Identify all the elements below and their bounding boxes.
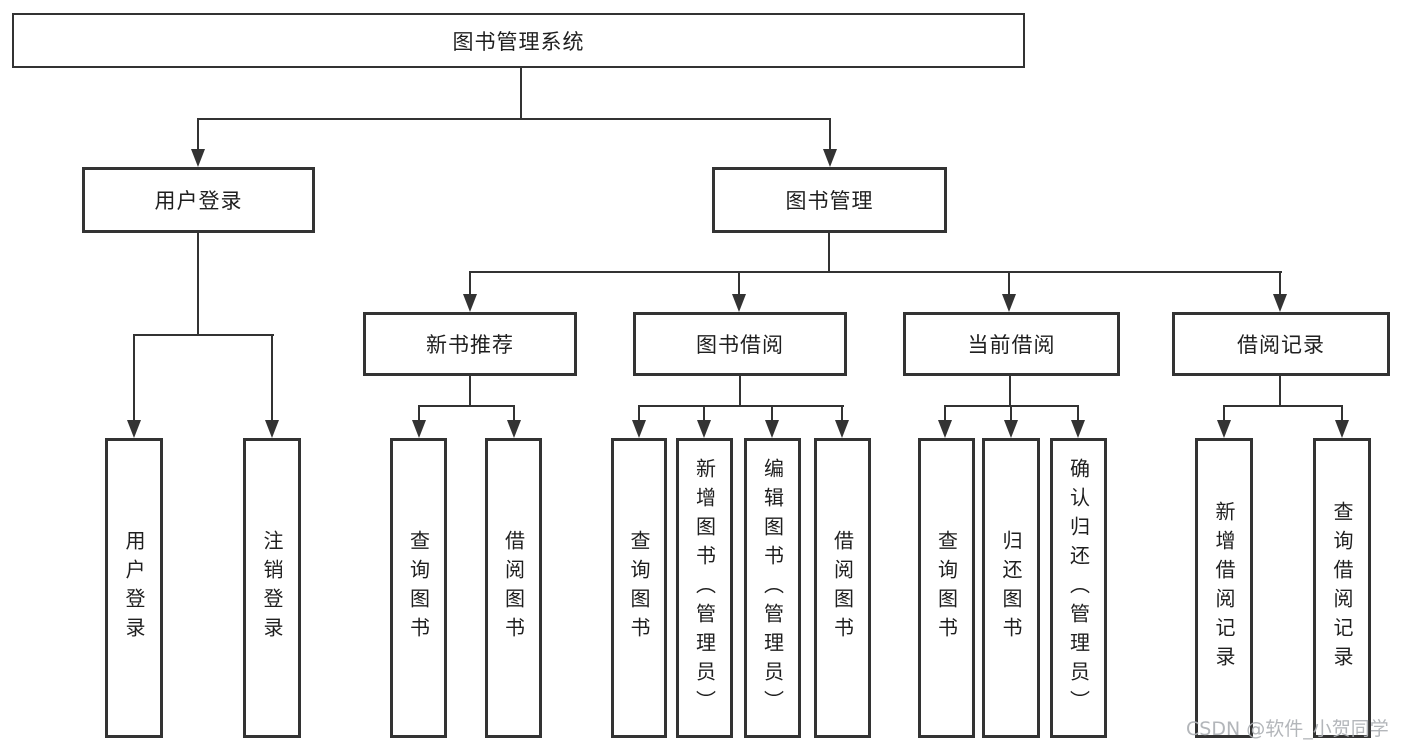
- connector-line: [944, 405, 946, 422]
- leaf-label: 注销登录: [260, 530, 284, 646]
- connector-line: [1279, 376, 1281, 407]
- connector-line: [828, 233, 830, 273]
- connector-line: [829, 118, 831, 151]
- leaf-borrow-books-newbook: 借阅图书: [485, 438, 542, 738]
- node-book-borrowing: 图书借阅: [633, 312, 847, 376]
- arrow-head-icon: [632, 420, 646, 438]
- leaf-label: 新增图书（管理员）: [692, 457, 717, 719]
- connector-line: [1279, 272, 1281, 296]
- leaf-user-login: 用户登录: [105, 438, 163, 738]
- leaf-query-books-newbook: 查询图书: [390, 438, 447, 738]
- node-label: 用户登录: [154, 189, 243, 213]
- leaf-label: 借阅图书: [501, 530, 526, 646]
- leaf-add-borrow-record: 新增借阅记录: [1195, 438, 1253, 738]
- connector-line: [1009, 376, 1011, 407]
- leaf-label: 归还图书: [999, 530, 1023, 646]
- leaf-label: 查询图书: [406, 530, 431, 646]
- connector-line: [1223, 405, 1225, 422]
- connector-line: [1008, 272, 1010, 296]
- arrow-head-icon: [265, 420, 279, 438]
- leaf-label: 借阅图书: [830, 530, 855, 646]
- leaf-query-borrow-record: 查询借阅记录: [1313, 438, 1371, 738]
- connector-line: [513, 405, 515, 422]
- arrow-head-icon: [412, 420, 426, 438]
- arrow-head-icon: [1002, 294, 1016, 312]
- connector-line: [739, 376, 741, 407]
- leaf-label: 查询图书: [934, 530, 959, 646]
- leaf-confirm-return-admin: 确认归还（管理员）: [1050, 438, 1107, 738]
- node-label: 当前借阅: [967, 333, 1056, 357]
- connector-line: [738, 272, 740, 296]
- arrow-head-icon: [1273, 294, 1287, 312]
- connector-line: [1223, 405, 1343, 407]
- connector-line: [197, 118, 199, 151]
- connector-line: [1010, 405, 1012, 422]
- node-current-borrowing: 当前借阅: [903, 312, 1120, 376]
- connector-line: [197, 233, 199, 336]
- leaf-label: 新增借阅记录: [1212, 501, 1236, 675]
- connector-line: [771, 405, 773, 422]
- node-library-system: 图书管理系统: [12, 13, 1025, 68]
- arrow-head-icon: [732, 294, 746, 312]
- node-user-login: 用户登录: [82, 167, 315, 233]
- connector-line: [469, 376, 471, 407]
- leaf-borrow-books-borrow: 借阅图书: [814, 438, 871, 738]
- node-book-management: 图书管理: [712, 167, 947, 233]
- node-label: 图书管理: [785, 189, 874, 213]
- leaf-add-books-admin: 新增图书（管理员）: [676, 438, 733, 738]
- arrow-head-icon: [127, 420, 141, 438]
- node-label: 图书借阅: [696, 333, 784, 357]
- arrow-head-icon: [507, 420, 521, 438]
- node-borrow-records: 借阅记录: [1172, 312, 1390, 376]
- leaf-label: 用户登录: [122, 530, 146, 646]
- leaf-label: 查询借阅记录: [1330, 501, 1354, 675]
- connector-line: [1077, 405, 1079, 422]
- connector-line: [638, 405, 844, 407]
- connector-line: [1341, 405, 1343, 422]
- arrow-head-icon: [463, 294, 477, 312]
- connector-line: [638, 405, 640, 422]
- arrow-head-icon: [697, 420, 711, 438]
- node-label: 图书管理系统: [452, 29, 585, 54]
- arrow-head-icon: [938, 420, 952, 438]
- connector-line: [703, 405, 705, 422]
- connector-line: [418, 405, 515, 407]
- arrow-head-icon: [823, 149, 837, 167]
- leaf-logout-login: 注销登录: [243, 438, 301, 738]
- arrow-head-icon: [191, 149, 205, 167]
- leaf-edit-books-admin: 编辑图书（管理员）: [744, 438, 801, 738]
- node-new-book-recommend: 新书推荐: [363, 312, 577, 376]
- leaf-return-books: 归还图书: [982, 438, 1040, 738]
- connector-line: [841, 405, 843, 422]
- connector-line: [197, 118, 831, 120]
- leaf-label: 编辑图书（管理员）: [760, 457, 785, 719]
- connector-line: [271, 335, 273, 422]
- leaf-label: 确认归还（管理员）: [1066, 457, 1091, 719]
- node-label: 借阅记录: [1237, 333, 1325, 357]
- connector-line: [133, 334, 274, 336]
- csdn-watermark: CSDN @软件_小贺同学: [1186, 718, 1389, 740]
- connector-line: [469, 271, 1282, 273]
- connector-line: [133, 335, 135, 422]
- leaf-query-books-current: 查询图书: [918, 438, 975, 738]
- arrow-head-icon: [835, 420, 849, 438]
- node-label: 新书推荐: [426, 333, 514, 357]
- connector-line: [520, 68, 522, 120]
- arrow-head-icon: [765, 420, 779, 438]
- arrow-head-icon: [1071, 420, 1085, 438]
- arrow-head-icon: [1335, 420, 1349, 438]
- arrow-head-icon: [1004, 420, 1018, 438]
- connector-line: [418, 405, 420, 422]
- arrow-head-icon: [1217, 420, 1231, 438]
- leaf-query-books-borrow: 查询图书: [611, 438, 667, 738]
- connector-line: [469, 272, 471, 296]
- leaf-label: 查询图书: [627, 530, 651, 646]
